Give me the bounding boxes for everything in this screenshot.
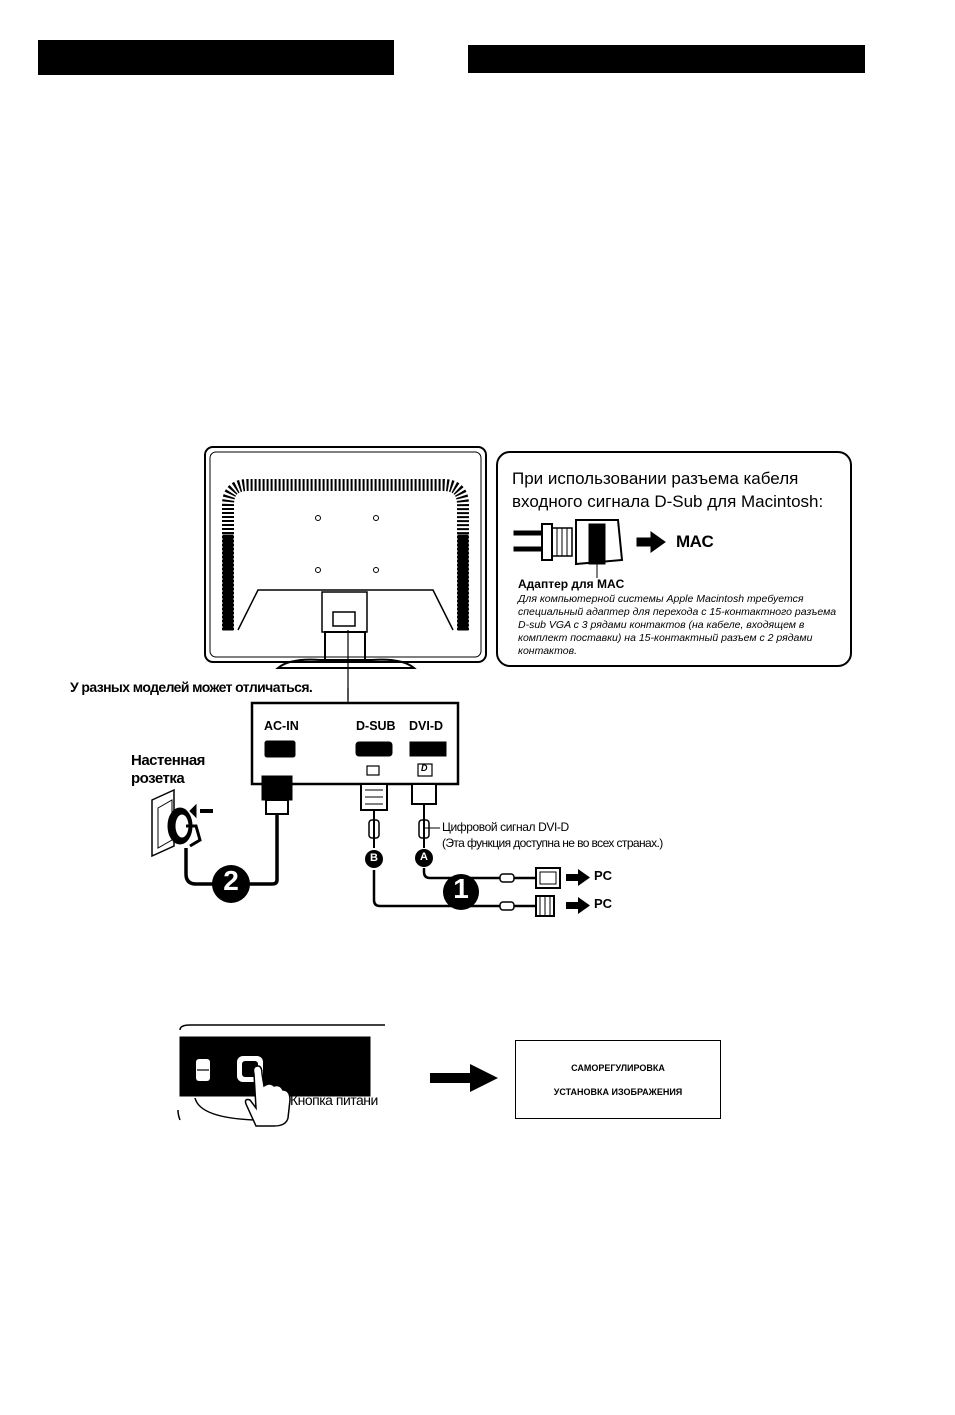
dvi-cable <box>411 783 561 889</box>
power-button-label: Кнопка питани <box>290 1092 378 1108</box>
step-2-circle <box>212 865 250 903</box>
monitor-front-edge <box>177 1024 385 1127</box>
wall-outlet-label-line2: розетка <box>131 770 185 787</box>
marker-a-label: A <box>420 851 428 863</box>
power-to-screen-arrow <box>430 1064 498 1092</box>
dsub-cable <box>360 783 555 917</box>
mac-adapter-label: Адаптер для MAC <box>518 577 625 591</box>
pc-arrows <box>566 869 590 914</box>
pc-label-dvi: PC <box>594 868 613 883</box>
wall-outlet <box>151 788 213 858</box>
marker-b-label: B <box>370 852 378 864</box>
mac-box-title: При использовании разъема кабеля входног… <box>512 469 824 511</box>
auto-adjust-line-1: САМОРЕГУЛИРОВКА <box>571 1063 665 1073</box>
step-1-circle <box>443 874 479 910</box>
port-label-d-sub: D-SUB <box>356 719 396 733</box>
step-2-label: 2 <box>223 865 239 896</box>
monitor-rear-view <box>204 446 487 700</box>
dvi-signal-note: (Эта функция доступна не во всех странах… <box>442 836 663 850</box>
step-1-label: 1 <box>453 873 469 904</box>
marker-b-circle <box>365 850 383 868</box>
mac-label: MAC <box>676 532 714 551</box>
marker-a-circle <box>415 849 433 867</box>
dvi-signal-label: Цифровой сигнал DVI-D <box>442 820 569 834</box>
port-label-dvi-d: DVI-D <box>409 719 444 733</box>
mac-adapter-illustration <box>513 519 666 578</box>
section-header-bar-right <box>468 45 865 73</box>
pc-label-dsub: PC <box>594 896 613 911</box>
auto-adjust-screen: САМОРЕГУЛИРОВКА УСТАНОВКА ИЗОБРАЖЕНИЯ <box>515 1040 721 1119</box>
dvi-port-icon-letter: D <box>421 763 428 773</box>
auto-adjust-line-2: УСТАНОВКА ИЗОБРАЖЕНИЯ <box>553 1087 683 1097</box>
port-panel <box>250 701 460 786</box>
wall-outlet-label-line1: Настенная <box>131 752 205 769</box>
mac-adapter-box: При использовании разъема кабеля входног… <box>496 451 852 667</box>
model-note: У разных моделей может отличаться. <box>70 679 313 695</box>
section-header-bar-left <box>38 40 394 75</box>
port-label-ac-in: AC-IN <box>264 719 299 733</box>
mac-adapter-note: Для компьютерной системы Apple Macintosh… <box>518 593 837 657</box>
power-cable <box>184 775 293 886</box>
